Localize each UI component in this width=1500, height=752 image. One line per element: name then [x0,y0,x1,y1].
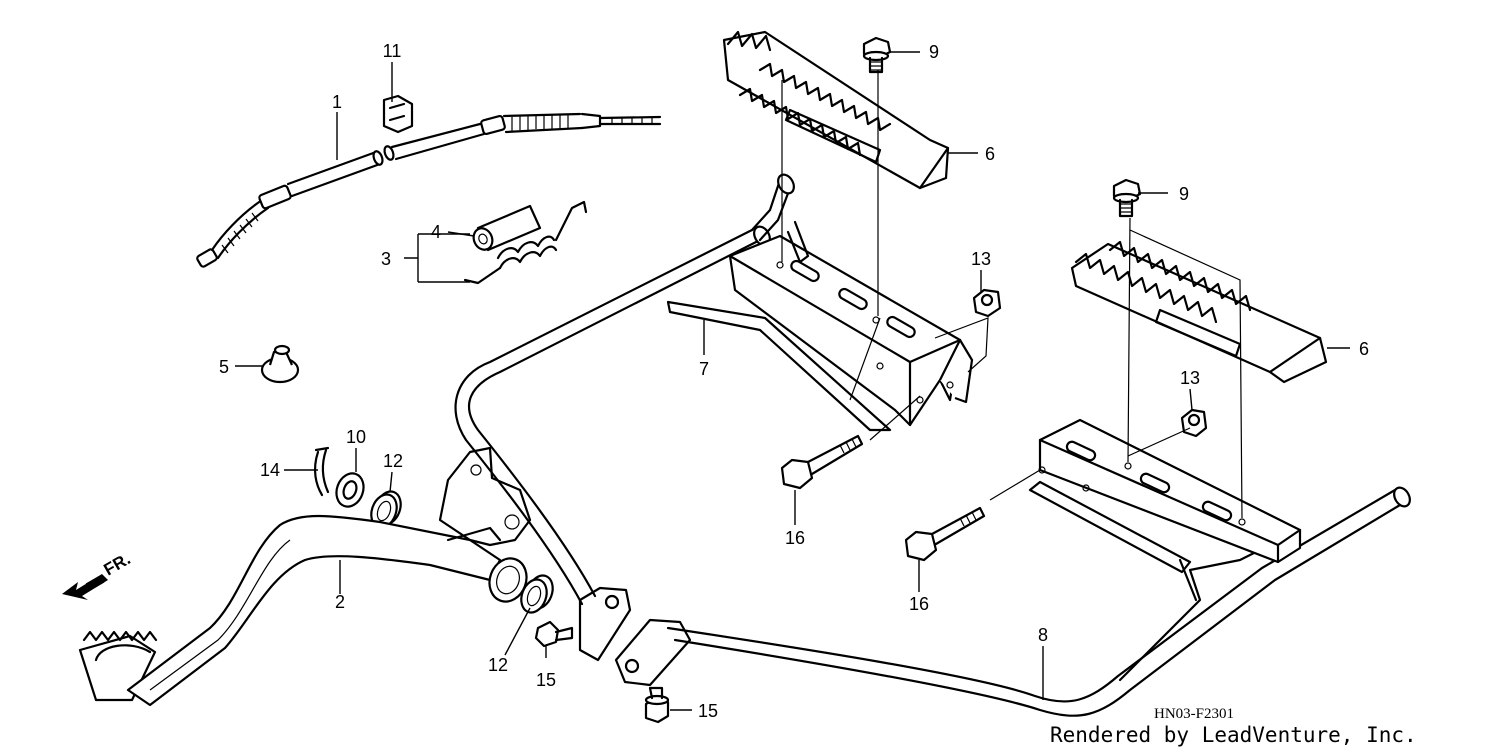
callout-labels: 1 2 3 4 5 6 6 7 8 9 9 10 11 12 12 13 13 … [219,41,1369,721]
bolt-peg-right [1112,178,1142,218]
callout-12-upper: 12 [383,451,403,471]
washer [335,472,365,508]
brake-pedal [78,446,532,707]
direction-label: FR. [101,549,134,579]
spring-sleeve [472,204,542,252]
callout-1: 1 [332,92,342,112]
flange-nut-left [972,288,1002,318]
brake-cable [196,112,662,268]
footpeg-left [722,30,950,190]
callout-9-right: 9 [1179,184,1189,204]
long-bolt-left [780,434,864,490]
callout-6-right: 6 [1359,339,1369,359]
cotter-pin [313,446,330,497]
footpeg-frame [454,173,1411,717]
diagram-code: HN03-F2301 [1154,706,1234,722]
credit-line: Rendered by LeadVenture, Inc. [1050,723,1417,747]
callout-7: 7 [699,359,709,379]
callout-15-pedal: 15 [536,670,556,690]
bushing-lower [520,574,554,614]
callout-6-left: 6 [985,144,995,164]
callout-16-right: 16 [909,594,929,614]
flange-bolt-pedal [534,620,574,648]
callout-3: 3 [381,249,391,269]
callout-13-left: 13 [971,249,991,269]
callout-10: 10 [346,427,366,447]
leader-lines [235,51,1350,711]
bolt-peg-left [862,36,892,74]
footpeg-right [1070,240,1328,384]
footpeg-bracket-right [1028,418,1302,602]
callout-8: 8 [1038,625,1048,645]
footpeg-bracket-left [666,220,974,432]
callout-4: 4 [431,222,441,242]
long-bolt-right [904,506,986,562]
front-direction-arrow: FR. [62,549,134,600]
return-spring [463,200,588,285]
flange-nut-right [1180,408,1208,438]
dust-cap [260,344,300,384]
flange-bolt-frame [644,686,670,724]
callout-12-lower: 12 [488,655,508,675]
cable-clip [382,94,414,134]
callout-16-left: 16 [785,528,805,548]
callout-9-left: 9 [929,42,939,62]
callout-14: 14 [260,460,280,480]
callout-15-frame: 15 [698,701,718,721]
callout-2: 2 [335,592,345,612]
callout-13-right: 13 [1180,368,1200,388]
callout-11: 11 [383,41,402,61]
callout-5: 5 [219,357,229,377]
